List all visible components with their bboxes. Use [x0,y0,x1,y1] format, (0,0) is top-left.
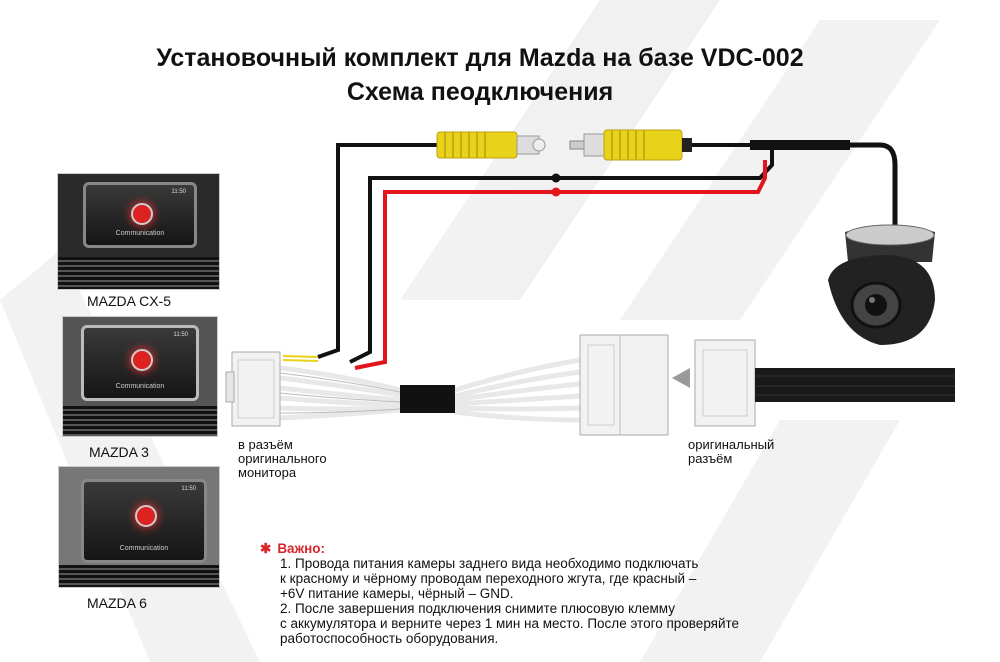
page-title: Установочный комплект для Mazda на базе … [156,44,804,72]
screen-label: Communication [115,230,165,237]
car-label-mazda3: MAZDA 3 [89,444,149,460]
rear-camera [828,224,935,345]
black-video-wire [317,143,437,359]
communication-icon [135,505,157,528]
white-harness [279,357,581,423]
car-photo-mazda3: 11:50 Communication [62,316,218,437]
head-unit-screen: 11:50 Communication [83,182,197,248]
ground-junction [551,173,561,183]
original-connector-label: оригинальный разъём [688,437,775,466]
monitor-connector [225,351,281,427]
screen-time: 11:50 [173,332,188,338]
head-unit-screen: 11:50 Communication [81,479,207,563]
power-junction [551,187,561,197]
head-unit-screen: 11:50 Communication [81,325,199,401]
car-photo-mazda6: 11:50 Communication [58,466,220,588]
screen-time: 11:50 [181,486,196,492]
screen-time: 11:50 [171,189,186,195]
harness-sleeve [400,385,455,413]
wire-sleeve [750,140,850,150]
rca-male-connector [569,129,692,161]
monitor-connector-label: в разъём оригинального монитора [238,437,327,480]
car-label-mazda6: MAZDA 6 [87,595,147,611]
communication-icon [131,349,153,371]
screen-label: Communication [119,545,169,552]
car-photo-cx5: 11:50 Communication [57,173,220,290]
communication-icon [131,203,153,225]
important-note: ✱ Важно: 1. Провода питания камеры заднег… [260,541,740,646]
power-wire-red [354,160,767,370]
adapter-connector [579,334,669,436]
arrow-left-icon [672,368,690,388]
vehicle-cable-loom [755,368,955,402]
note-text: 1. Провода питания камеры заднего вида н… [280,556,740,646]
note-heading: Важно: [277,541,326,556]
asterisk-icon: ✱ [260,541,272,556]
original-connector [694,339,756,427]
rca-female-connector [436,131,546,159]
air-vent [58,256,219,289]
yellow-signal-wire [282,355,319,362]
screen-label: Communication [115,383,165,390]
air-vent [63,406,217,436]
page-subtitle: Схема пеодключения [346,78,614,106]
air-vent [59,565,219,587]
camera-cable [850,142,898,228]
ground-wire [349,150,774,364]
car-label-cx5: MAZDA CX-5 [87,293,172,309]
